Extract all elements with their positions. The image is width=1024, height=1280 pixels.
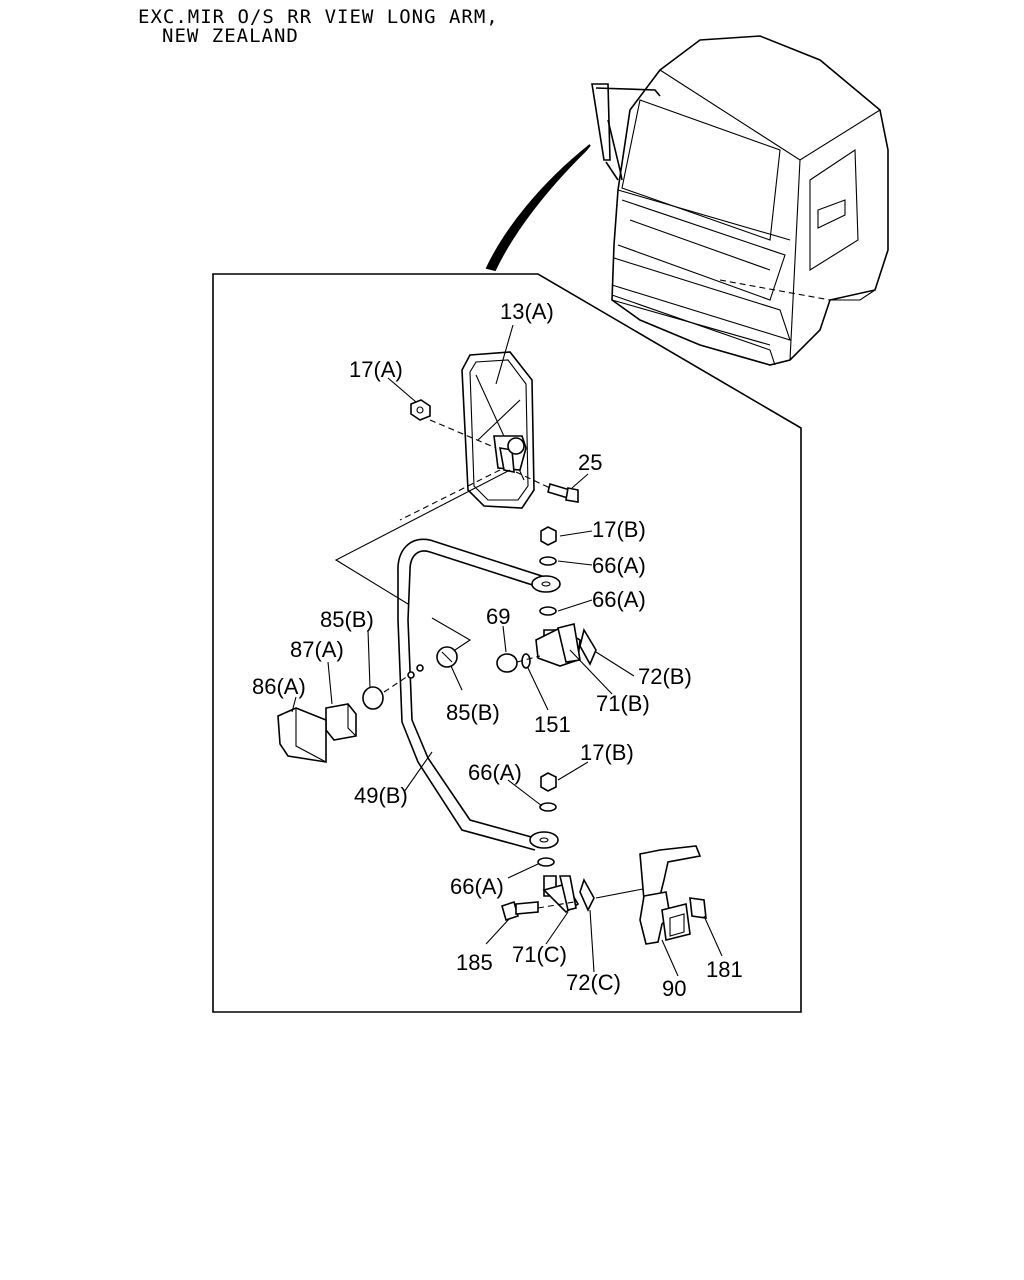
callout-49b: 49(B)	[354, 783, 408, 808]
mirror-arm-49b	[397, 538, 561, 851]
detail-pointer-arrow	[485, 144, 591, 272]
callout-66a-1: 66(A)	[592, 553, 646, 578]
diagram-title-line-1: EXC.MIR O/S RR VIEW LONG ARM,	[138, 6, 499, 28]
callout-87a: 87(A)	[290, 637, 344, 662]
callout-72c: 72(C)	[566, 970, 621, 995]
mirror-head	[461, 351, 535, 509]
callout-185: 185	[456, 950, 493, 975]
callout-17b-bottom: 17(B)	[580, 740, 634, 765]
cap-nut-17b-bottom	[540, 772, 557, 792]
pad-181	[689, 897, 707, 919]
washer-66a-3	[539, 802, 557, 812]
truck-cab-illustration	[591, 35, 889, 366]
callout-71b: 71(B)	[596, 691, 650, 716]
bracket-90	[639, 845, 702, 945]
callout-25: 25	[578, 450, 602, 475]
cap-85b-left	[362, 686, 384, 710]
callout-85b-right: 85(B)	[446, 700, 500, 725]
callout-71c: 71(C)	[512, 942, 567, 967]
gasket-72b	[579, 627, 597, 666]
callout-85b-left: 85(B)	[320, 607, 374, 632]
bolt-25	[547, 482, 579, 503]
callout-13a: 13(A)	[500, 299, 554, 324]
callout-69: 69	[486, 604, 510, 629]
callout-17b-top: 17(B)	[592, 517, 646, 542]
callout-72b: 72(B)	[638, 664, 692, 689]
washer-151	[521, 653, 531, 669]
bolt-185	[501, 900, 539, 922]
cap-nut-17b-top	[540, 526, 557, 546]
washer-66a-1	[539, 556, 557, 566]
washer-66a-2	[539, 606, 557, 616]
callout-181: 181	[706, 957, 743, 982]
callout-labels: 13(A) 17(A) 25 17(B) 66(A) 66(A) 69 85(B…	[252, 299, 743, 1001]
washer-66a-4	[537, 857, 555, 867]
diagram-title-line-2: NEW ZEALAND	[162, 25, 299, 47]
callout-86a: 86(A)	[252, 674, 306, 699]
bracket-71b	[535, 623, 581, 667]
callout-90: 90	[662, 976, 686, 1001]
nut-17a	[410, 399, 431, 421]
leader-lines	[291, 324, 723, 977]
callout-151: 151	[534, 712, 571, 737]
block-87a	[325, 703, 357, 741]
callout-17a: 17(A)	[349, 357, 403, 382]
callout-66a-4: 66(A)	[450, 874, 504, 899]
detail-frame	[212, 273, 802, 1013]
cover-86a	[277, 707, 327, 763]
callout-66a-2: 66(A)	[592, 587, 646, 612]
callout-66a-3: 66(A)	[468, 760, 522, 785]
cap-69	[496, 653, 518, 673]
gasket-72c	[579, 878, 595, 912]
